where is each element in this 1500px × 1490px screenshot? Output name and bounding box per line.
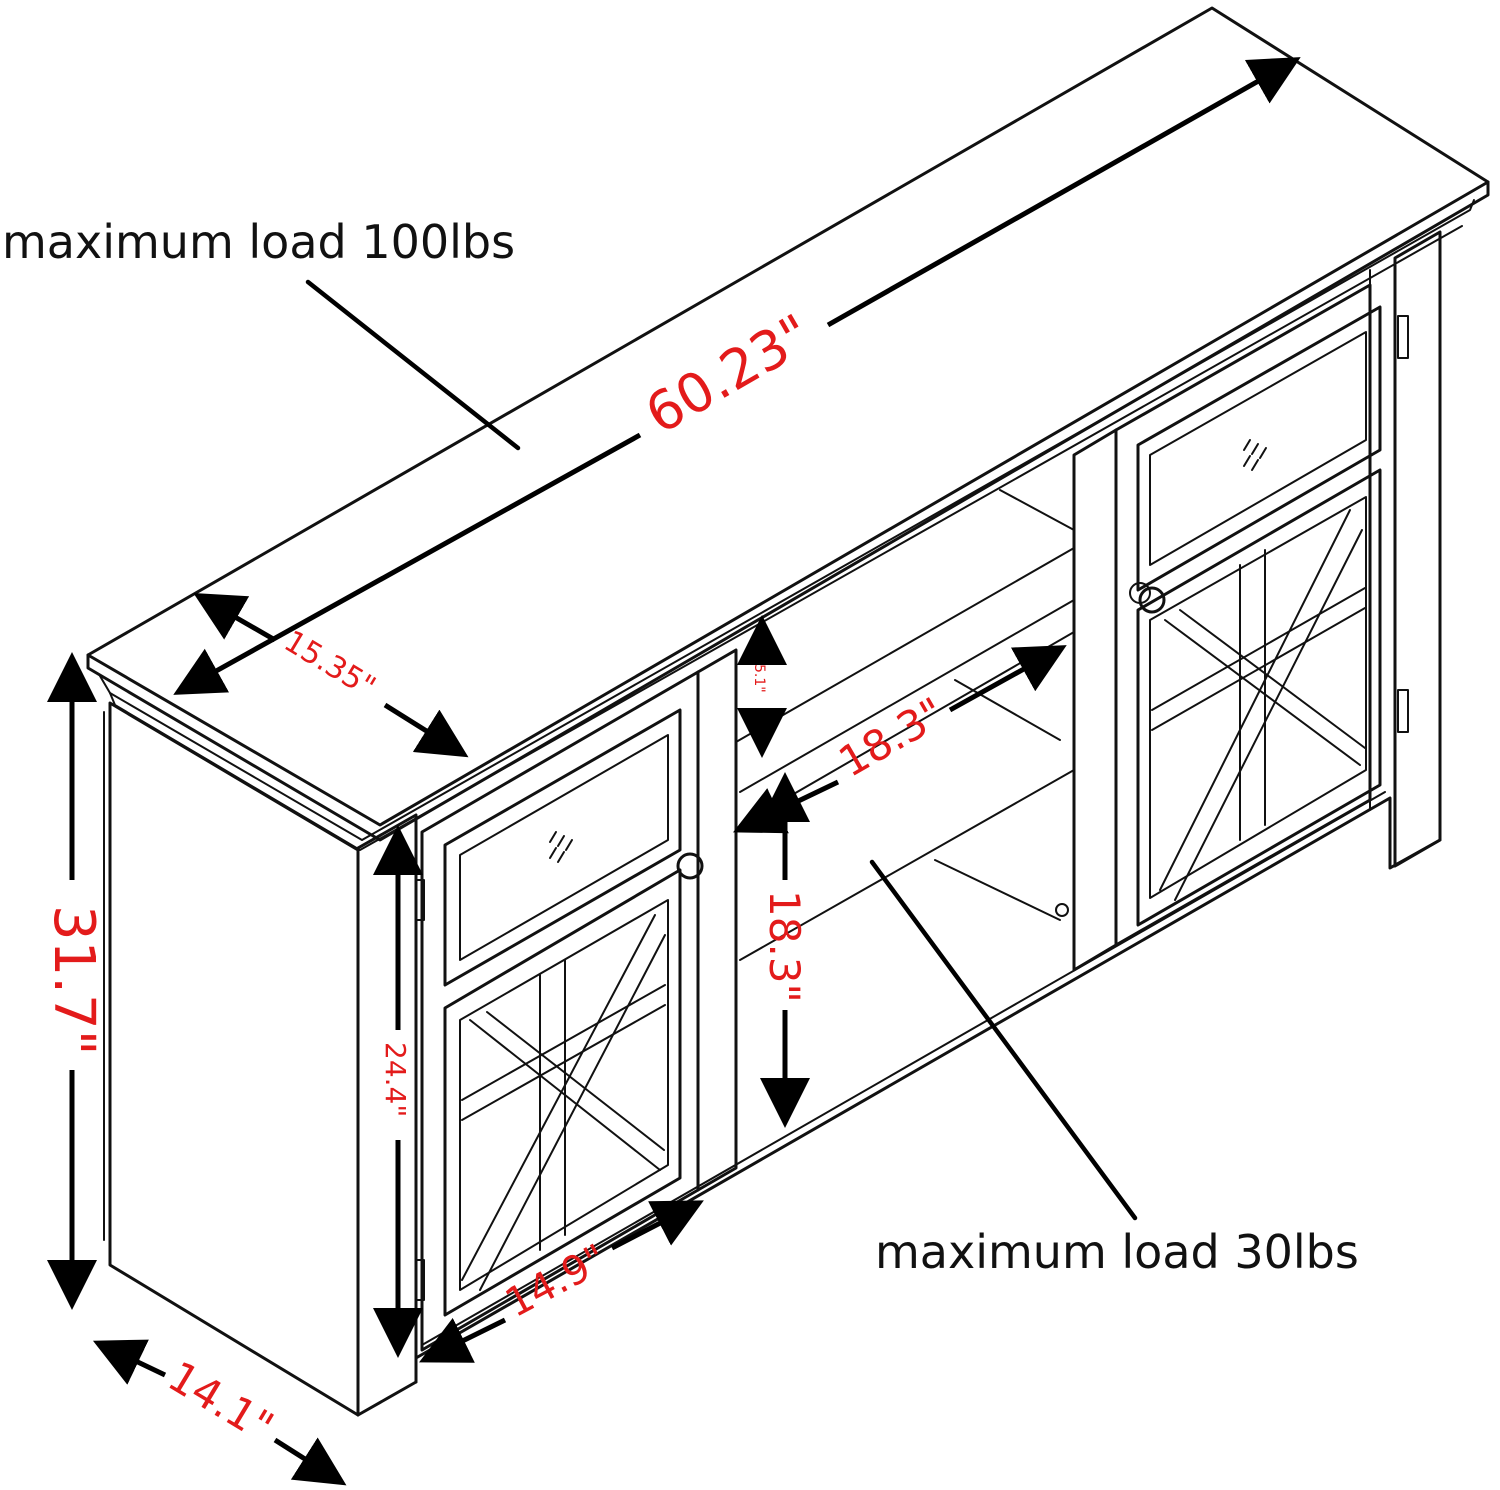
- left-door-knob[interactable]: [676, 852, 704, 880]
- right-cabinet-door[interactable]: [1114, 283, 1382, 947]
- right-door-glass-panel: [1136, 468, 1382, 927]
- left-door-upper-panel: [443, 708, 682, 987]
- hinge-icon: [415, 879, 425, 921]
- right-door-vent-marks: [1243, 439, 1267, 471]
- width-arrow-right: [826, 57, 1301, 328]
- width-arrow-left: [173, 432, 642, 695]
- hinge-icon: [415, 1259, 425, 1301]
- center-left-stile: [696, 648, 738, 1192]
- left-cabinet-door[interactable]: [420, 670, 704, 1352]
- center-right-stile: [1072, 428, 1118, 972]
- shelf-height-dimension: 18.3": [760, 890, 809, 1003]
- top-depth-arrow-front: [383, 702, 469, 758]
- right-door-knob[interactable]: [1138, 586, 1166, 614]
- shelf-width-arrow-right: [948, 645, 1067, 713]
- tabletop: [86, 6, 1490, 827]
- tv-stand-outline: [86, 6, 1490, 1417]
- left-door-vent-marks: [549, 831, 573, 863]
- door-height-dimension: 24.4": [379, 1042, 412, 1117]
- lower-shelf-edge: [739, 769, 1075, 961]
- hinge-icon: [1397, 315, 1409, 359]
- top-shelf-gap-dimension: 5.1": [751, 664, 767, 693]
- top-shelf-line: [735, 547, 1075, 743]
- side-depth-dimension: 14.1": [160, 1352, 282, 1452]
- top-load-leader: [305, 279, 521, 451]
- bottom-rail: [414, 248, 1442, 1384]
- shelf-load-leader: [869, 859, 1138, 1221]
- middle-shelf-edge: [739, 599, 1075, 793]
- side-depth-arrow-front: [273, 1437, 347, 1486]
- top-depth-arrow-back: [193, 593, 277, 643]
- right-front-stile: [1393, 230, 1442, 868]
- door-width-arrow-left: [419, 1317, 507, 1363]
- door-width-arrow-right: [610, 1200, 704, 1251]
- top-load-label: maximum load 100lbs: [2, 215, 515, 269]
- left-door-glass-panel: [443, 868, 682, 1317]
- right-door-upper-panel: [1136, 305, 1382, 592]
- side-depth-arrow-back: [92, 1339, 167, 1385]
- shelf-width-dimension: 18.3": [831, 688, 953, 787]
- total-height-dimension: 31.7": [41, 905, 106, 1055]
- top-depth-dimension: 15.35": [278, 624, 381, 705]
- center-open-shelf: [696, 428, 1118, 1192]
- shelf-width-arrow-left: [732, 779, 840, 834]
- left-side-panel: [108, 701, 360, 1417]
- dimension-arrows: [47, 57, 1301, 1486]
- hinge-icon: [1397, 689, 1409, 733]
- crown-molding: [99, 199, 1475, 841]
- tabletop-front-edge: [86, 180, 1490, 842]
- shelf-load-label: maximum load 30lbs: [875, 1225, 1359, 1279]
- hinges: [415, 315, 1409, 1301]
